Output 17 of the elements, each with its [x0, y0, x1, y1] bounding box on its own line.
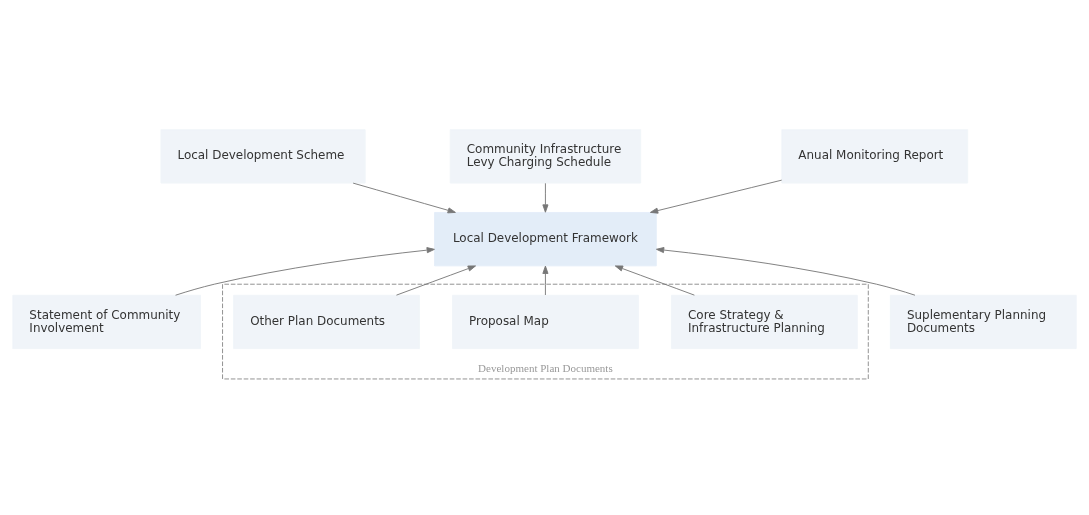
node-box: Proposal Map: [452, 294, 639, 349]
arrow: [352, 182, 456, 213]
node-box: Anual Monitoring Report: [781, 128, 969, 183]
node-box: Suplementary Planning Documents: [889, 294, 1077, 349]
node-box: Local Development Framework: [434, 211, 657, 266]
node-box: Core Strategy & Infrastructure Planning: [671, 294, 858, 349]
arrow: [649, 179, 783, 214]
arrow: [175, 246, 435, 296]
arrow: [614, 264, 695, 296]
arrow: [396, 264, 476, 296]
node-box: Statement of Community Involvement: [12, 294, 201, 349]
arrow: [542, 265, 549, 295]
arrow: [542, 182, 549, 213]
node-box: Local Development Scheme: [160, 128, 366, 183]
node-box: Community Infrastructure Levy Charging Schedule: [449, 128, 642, 183]
arrow: [655, 246, 916, 296]
node-box: Other Plan Documents: [233, 294, 420, 349]
